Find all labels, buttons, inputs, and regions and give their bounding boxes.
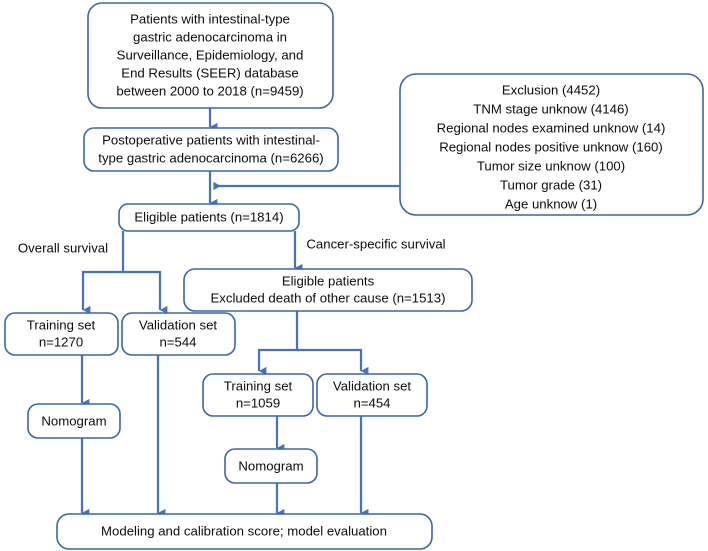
eligible-all-box xyxy=(118,203,300,232)
node-os-training-set: Training set n=1270 xyxy=(4,312,119,356)
node-os-nomogram: Nomogram xyxy=(27,403,121,439)
eligible-css-line-1: Eligible patients xyxy=(282,273,375,288)
postoperative-box xyxy=(83,127,339,172)
source-cohort-line-2: gastric adenocarcinoma in xyxy=(133,29,287,44)
css-training-set-box xyxy=(202,373,314,417)
edge-label-overall-survival: Overall survival xyxy=(18,240,108,255)
source-cohort-line-3: Surveillance, Epidemiology, and xyxy=(117,47,304,62)
exclusion-line-5: Tumor size unknow (100) xyxy=(477,158,625,173)
eligible-all-line-1: Eligible patients (n=1814) xyxy=(134,209,283,224)
postoperative-line-1: Postoperative patients with intestinal- xyxy=(102,132,320,147)
css-nomogram-label: Nomogram xyxy=(238,458,303,473)
exclusion-box xyxy=(399,73,704,216)
node-css-nomogram: Nomogram xyxy=(224,448,318,484)
os-training-set-box xyxy=(4,312,119,356)
css-training-line-1: Training set xyxy=(224,378,293,393)
edge-css-split-right xyxy=(297,348,369,376)
source-cohort-line-1: Patients with intestinal-type xyxy=(130,11,290,26)
exclusion-line-3: Regional nodes examined unknow (14) xyxy=(437,120,666,135)
edge-label-cancer-specific-survival: Cancer-specific survival xyxy=(306,236,445,251)
os-training-line-1: Training set xyxy=(27,317,96,332)
css-validation-line-2: n=454 xyxy=(353,395,390,410)
exclusion-line-6: Tumor grade (31) xyxy=(500,177,602,192)
eligible-css-line-2: Excluded death of other cause (n=1513) xyxy=(211,290,446,305)
css-validation-line-1: Validation set xyxy=(333,378,412,393)
edge-eligible-overall-split-right xyxy=(123,270,168,315)
os-validation-line-2: n=544 xyxy=(159,334,196,349)
os-training-line-2: n=1270 xyxy=(39,334,83,349)
node-exclusion: Exclusion (4452) TNM stage unknow (4146)… xyxy=(399,73,704,216)
node-source-cohort: Patients with intestinal-type gastric ad… xyxy=(87,2,334,109)
exclusion-line-7: Age unknow (1) xyxy=(505,196,597,211)
final-output-box xyxy=(56,513,433,550)
node-eligible-cancer-specific: Eligible patients Excluded death of othe… xyxy=(183,268,473,312)
os-validation-set-box xyxy=(121,312,236,356)
source-cohort-line-4: End Results (SEER) database xyxy=(121,65,298,80)
postoperative-line-2: type gastric adenocarcinoma (n=6266) xyxy=(98,150,323,165)
edge-css-split-left xyxy=(257,311,299,376)
final-output-label: Modeling and calibration score; model ev… xyxy=(101,523,387,538)
os-nomogram-box xyxy=(27,403,121,439)
css-nomogram-box xyxy=(224,448,318,484)
source-cohort-line-5: between 2000 to 2018 (n=9459) xyxy=(116,83,303,98)
node-css-training-set: Training set n=1059 xyxy=(202,373,314,417)
css-validation-set-box xyxy=(316,373,428,417)
eligible-cancer-specific-box xyxy=(183,268,473,312)
exclusion-line-1: Exclusion (4452) xyxy=(502,82,600,97)
node-os-validation-set: Validation set n=544 xyxy=(121,312,236,356)
edge-eligible-overall-split xyxy=(81,231,125,315)
css-training-line-2: n=1059 xyxy=(236,395,280,410)
exclusion-line-4: Regional nodes positive unknow (160) xyxy=(439,139,663,154)
exclusion-line-2: TNM stage unknow (4146) xyxy=(473,101,628,116)
node-postoperative: Postoperative patients with intestinal- … xyxy=(83,127,339,172)
os-nomogram-label: Nomogram xyxy=(41,413,106,428)
os-validation-line-1: Validation set xyxy=(139,317,218,332)
node-eligible-all: Eligible patients (n=1814) xyxy=(118,203,300,232)
source-cohort-box xyxy=(87,2,334,109)
node-css-validation-set: Validation set n=454 xyxy=(316,373,428,417)
connector-layer xyxy=(80,108,400,518)
node-final-output: Modeling and calibration score; model ev… xyxy=(56,513,433,550)
